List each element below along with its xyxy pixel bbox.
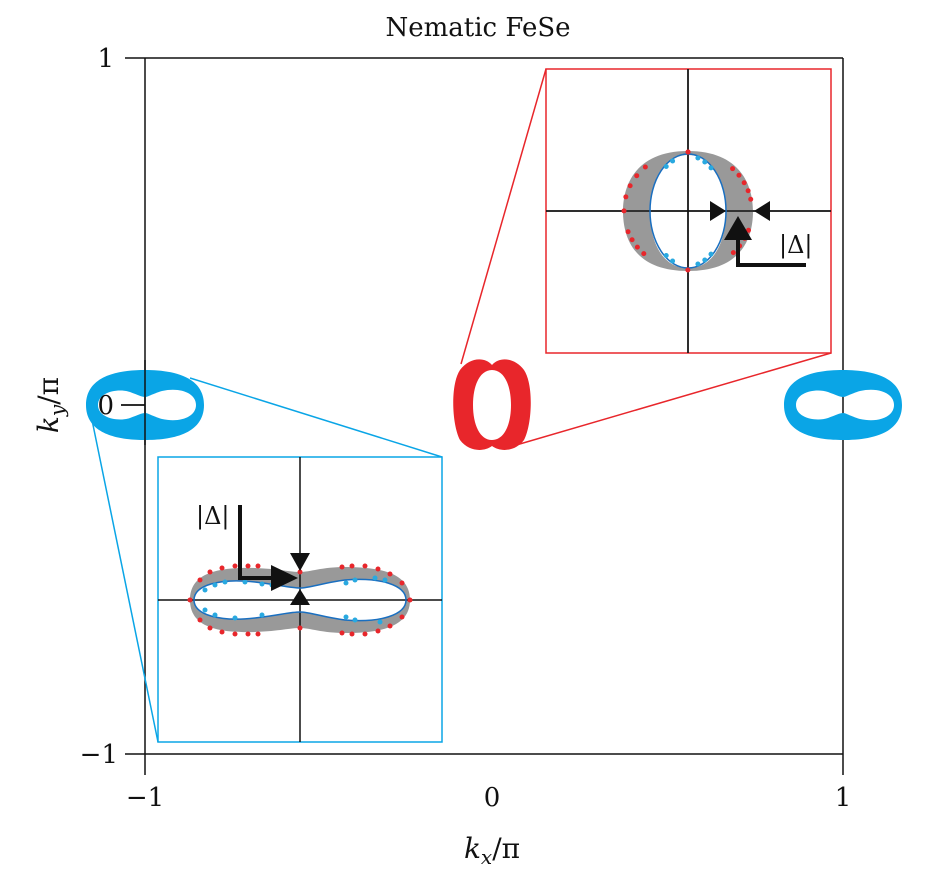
data-point [627, 183, 633, 189]
y-tick-label: 1 [97, 44, 114, 74]
gap-label: |Δ| [196, 502, 230, 531]
data-point [219, 565, 225, 571]
data-point [197, 617, 203, 623]
electron-pocket-left [86, 370, 204, 440]
data-point [745, 188, 751, 194]
data-point [625, 229, 631, 235]
data-point [343, 614, 349, 620]
data-point [702, 257, 708, 263]
zoom-connectors [91, 68, 832, 743]
data-point [232, 631, 238, 637]
data-point [202, 607, 208, 613]
x-tick-label: −1 [126, 783, 164, 813]
figure-title: Nematic FeSe [385, 13, 570, 43]
data-point [387, 571, 393, 577]
data-point [745, 227, 751, 233]
data-point [349, 563, 355, 569]
data-point [629, 237, 635, 243]
data-point [663, 252, 669, 258]
data-point [387, 623, 393, 629]
data-point [222, 579, 228, 585]
data-point [349, 631, 355, 637]
data-point [634, 244, 640, 250]
data-point [695, 261, 701, 267]
data-points [621, 149, 754, 273]
data-point [407, 597, 413, 603]
gap-arrow-down [290, 553, 310, 571]
data-point [207, 569, 213, 575]
data-point [339, 564, 345, 570]
data-point [232, 615, 238, 621]
data-point [207, 625, 213, 631]
data-point [343, 580, 349, 586]
data-point [259, 612, 265, 618]
data-point [339, 630, 345, 636]
data-point [219, 629, 225, 635]
data-point [399, 614, 405, 620]
data-point [730, 166, 736, 172]
data-point [202, 587, 208, 593]
data-point [197, 577, 203, 583]
data-point [212, 612, 218, 618]
y-tick-label: −1 [80, 740, 118, 770]
data-point [212, 582, 218, 588]
data-point [255, 563, 261, 569]
data-point [375, 566, 381, 572]
data-point [670, 258, 676, 264]
data-point [372, 575, 378, 581]
x-tick-label: 0 [484, 783, 501, 813]
data-point [377, 619, 383, 625]
data-point [621, 208, 627, 214]
y-tick-label: 0 [97, 391, 114, 421]
data-point [730, 250, 736, 256]
data-point [352, 617, 358, 623]
data-point [641, 251, 647, 257]
gap-arrow-left [754, 201, 770, 221]
gap-arrow-right [271, 565, 298, 591]
data-point [187, 597, 193, 603]
x-tick-label: 1 [835, 783, 852, 813]
gap-arrow-up [724, 216, 752, 240]
data-point [297, 569, 303, 575]
data-point [399, 580, 405, 586]
gap-arrow-up [290, 589, 310, 605]
gap-label: |Δ| [779, 231, 813, 260]
data-point [623, 194, 629, 200]
hole-pocket [453, 359, 531, 450]
hole-pocket-inset: |Δ| [545, 68, 832, 354]
data-point [741, 180, 747, 186]
data-points [187, 563, 413, 637]
data-point [708, 165, 714, 171]
data-point [382, 577, 388, 583]
y-axis-label: ky/π [32, 377, 69, 433]
data-point [362, 631, 368, 637]
data-point [297, 625, 303, 631]
data-point [362, 563, 368, 569]
data-point [245, 631, 251, 637]
data-point [670, 158, 676, 164]
data-point [685, 149, 691, 155]
data-point [375, 628, 381, 634]
data-point [259, 581, 265, 587]
electron-pocket-right [784, 370, 902, 440]
x-axis-label: kx/π [464, 832, 520, 869]
electron-pocket-inset: |Δ| [157, 456, 443, 743]
data-point [642, 164, 648, 170]
data-point [245, 563, 251, 569]
data-point [695, 155, 701, 161]
data-point [748, 196, 754, 202]
data-point [702, 159, 708, 165]
data-point [663, 164, 669, 170]
data-point [232, 563, 238, 569]
gap-arrow-right [710, 201, 726, 221]
data-point [255, 631, 261, 637]
data-point [708, 251, 714, 257]
data-point [352, 577, 358, 583]
data-point [634, 173, 640, 179]
data-point [736, 172, 742, 178]
data-point [242, 579, 248, 585]
data-point [685, 267, 691, 273]
